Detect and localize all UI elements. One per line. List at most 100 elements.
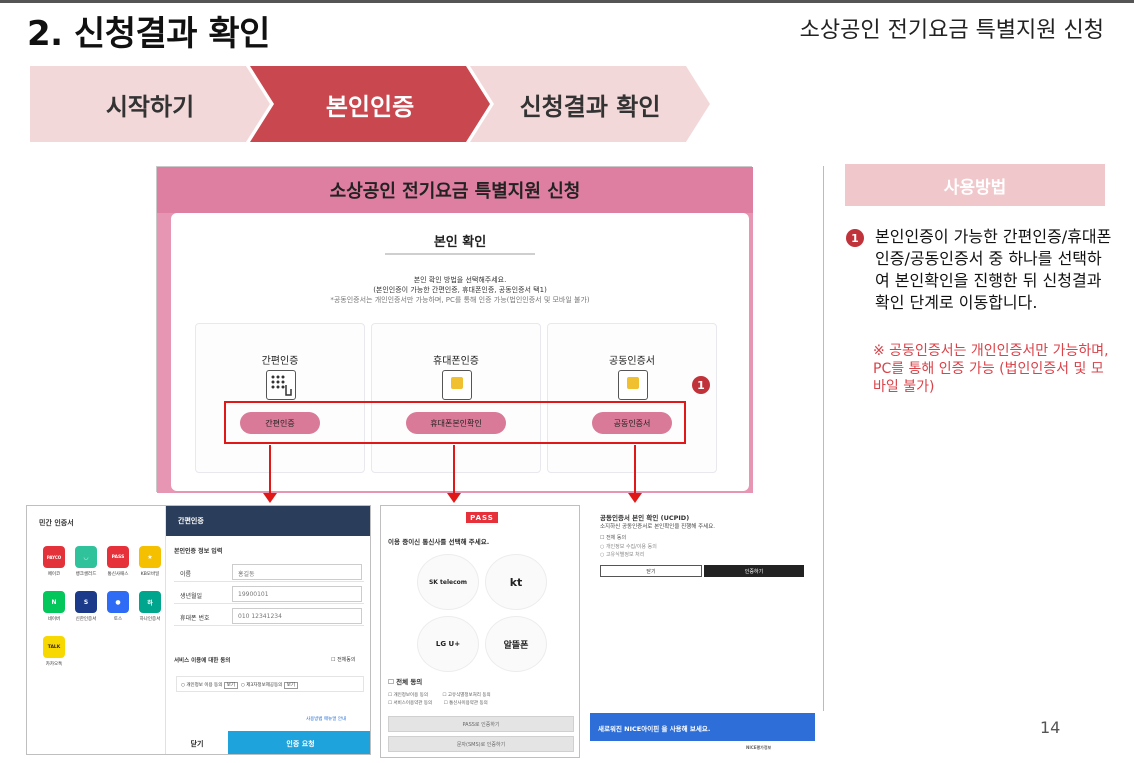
divider xyxy=(823,166,824,711)
highlight-frame xyxy=(224,401,686,444)
usage-note: ※ 공동인증서는 개인인증서만 가능하며, PC를 통해 인증 가능 (법인인증… xyxy=(873,343,1109,395)
instruction-line-1: 본인 확인 방법을 선택해주세요. xyxy=(413,276,507,284)
pass-auth-screenshot: PASS 이용 중이신 통신사를 선택해 주세요. SK telecom kt … xyxy=(380,505,580,758)
certificate-lock-icon xyxy=(618,370,648,400)
verification-card: 본인 확인 본인 확인 방법을 선택해주세요. (본인인증이 가능한 간편인증,… xyxy=(171,213,749,491)
terms-row: ○ 개인정보 이용 동의 보기 ○ 제3자정보제공동의 보기 xyxy=(176,676,364,692)
kakao-icon: TALK xyxy=(43,636,65,658)
view-button[interactable]: 보기 xyxy=(223,682,239,689)
usage-badge: 1 xyxy=(846,229,864,247)
pass-auth-button[interactable]: PASS로 인증하기 xyxy=(388,716,574,732)
private-cert-title: 민간 인증서 xyxy=(39,519,74,527)
instruction-line-3: *공동인증서는 개인인증서만 가능하며, PC를 통해 인증 가능(법인인증서 … xyxy=(330,296,590,304)
pass-icon: PASS xyxy=(107,546,129,568)
agree-all-checkbox[interactable]: ☐ 전체 동의 xyxy=(600,535,627,541)
agree-item-2[interactable]: ○ 고유식별정보 처리 xyxy=(600,552,645,558)
option-title: 간편인증 xyxy=(261,356,299,367)
usage-description: 본인인증이 가능한 간편인증/휴대폰인증/공동인증서 중 하나를 선택하여 본인… xyxy=(875,227,1112,312)
carrier-skt[interactable]: SK telecom xyxy=(417,554,479,610)
step-result-check: 신청결과 확인 xyxy=(470,66,710,142)
nice-footer: NICE평가정보 xyxy=(746,745,772,750)
shinhan-icon: S xyxy=(75,591,97,613)
toss-icon: ● xyxy=(107,591,129,613)
step-start: 시작하기 xyxy=(30,66,270,142)
birth-input[interactable]: 19900101 xyxy=(232,586,362,602)
carrier-prompt: 이용 중이신 통신사를 선택해 주세요. xyxy=(388,538,490,546)
card-title: 본인 확인 xyxy=(433,235,487,250)
option-simple-auth: 간편인증 간편인증 xyxy=(195,323,365,473)
top-rule xyxy=(0,0,1134,3)
page-title: 2. 신청결과 확인 xyxy=(27,14,270,54)
laptop-lock-icon xyxy=(442,370,472,400)
option-title: 공동인증서 xyxy=(609,356,655,367)
keypad-icon xyxy=(266,370,296,400)
identity-verification-screen: 소상공인 전기요금 특별지원 신청 본인 확인 본인 확인 방법을 선택해주세요… xyxy=(156,166,753,493)
cert-subtitle: 소지하신 공동인증서로 본인확인을 진행해 주세요. xyxy=(600,524,716,530)
step-badge: 1 xyxy=(692,376,710,394)
request-auth-button[interactable]: 인증 요청 xyxy=(228,731,370,754)
agree-item-1[interactable]: ○ 개인정보 수집/이용 동의 xyxy=(600,544,657,550)
sms-auth-button[interactable]: 문자(SMS)로 인증하기 xyxy=(388,736,574,752)
close-button[interactable]: 닫기 xyxy=(600,565,702,577)
payco-icon: PAYCO xyxy=(43,546,65,568)
guide-link[interactable]: 사용방법 매뉴얼 안내 xyxy=(306,717,347,722)
option-phone-auth: 휴대폰인증 휴대폰본인확인 xyxy=(371,323,541,473)
step-identity-verification: 본인인증 xyxy=(250,66,490,142)
carrier-mvno[interactable]: 알뜰폰 xyxy=(485,616,547,672)
terms-list: ☐ 개인정보이용 동의 ☐ 고유식별정보처리 동의 ☐ 서비스이용약관 동의 ☐… xyxy=(388,693,491,706)
pass-logo: PASS xyxy=(466,512,498,523)
certificate-auth-button[interactable]: 공동인증서 xyxy=(592,412,672,434)
carrier-lgu[interactable]: LG U+ xyxy=(417,616,479,672)
title-underline xyxy=(385,253,535,255)
agree-all-checkbox[interactable]: ☐ 전체동의 xyxy=(331,657,356,663)
certificate-auth-screenshot: 공동인증서 본인 확인 (UCPID) 소지하신 공동인증서로 본인확인을 진행… xyxy=(590,505,815,758)
page-number: 14 xyxy=(1040,718,1061,737)
view-button[interactable]: 보기 xyxy=(283,682,298,689)
arrow-down-icon xyxy=(447,445,461,503)
step-progress: 시작하기 본인인증 신청결과 확인 xyxy=(30,66,720,142)
name-input[interactable]: 홍길동 xyxy=(232,564,362,580)
section-label: 본인인증 정보 입력 xyxy=(174,548,223,555)
mock-header: 소상공인 전기요금 특별지원 신청 xyxy=(157,167,753,213)
header-subtitle: 소상공인 전기요금 특별지원 신청 xyxy=(799,18,1104,43)
form-footer: 닫기 인증 요청 xyxy=(166,731,370,754)
option-title: 휴대폰인증 xyxy=(433,356,479,367)
instruction-line-2: (본인인증이 가능한 간편인증, 휴대폰인증, 공동인증서 택1) xyxy=(373,286,547,294)
cert-title: 공동인증서 본인 확인 (UCPID) xyxy=(600,514,690,522)
nice-ipin-banner[interactable]: 새로워진 NICE아이핀 을 사용해 보세요. xyxy=(590,713,815,741)
naver-icon: N xyxy=(43,591,65,613)
form-header: 간편인증 xyxy=(166,506,370,536)
terms-label: 서비스 이용에 대한 동의 xyxy=(174,658,231,664)
carrier-kt[interactable]: kt xyxy=(485,554,547,610)
close-button[interactable]: 닫기 xyxy=(190,739,204,748)
kb-icon: ★ xyxy=(139,546,161,568)
phone-auth-button[interactable]: 휴대폰본인확인 xyxy=(406,412,506,434)
phone-input[interactable]: 010 12341234 xyxy=(232,608,362,624)
arrow-down-icon xyxy=(263,445,277,503)
simple-auth-button[interactable]: 간편인증 xyxy=(240,412,320,434)
banksalad-icon: ◡ xyxy=(75,546,97,568)
app-banksalad[interactable]: ◡뱅크샐러드 xyxy=(71,546,101,577)
app-kb[interactable]: ★KB모바일 xyxy=(135,546,165,577)
app-toss[interactable]: ●토스 xyxy=(103,591,133,622)
option-certificate-auth: 공동인증서 공동인증서 xyxy=(547,323,717,473)
usage-title: 사용방법 xyxy=(845,164,1105,206)
authenticate-button[interactable]: 인증하기 xyxy=(704,565,804,577)
hana-icon: 하 xyxy=(139,591,161,613)
instruction-text: 본인 확인 방법을 선택해주세요. (본인인증이 가능한 간편인증, 휴대폰인증… xyxy=(171,275,749,305)
arrow-down-icon xyxy=(628,445,642,503)
agree-all-checkbox[interactable]: ☐ 전체 동의 xyxy=(388,678,423,686)
